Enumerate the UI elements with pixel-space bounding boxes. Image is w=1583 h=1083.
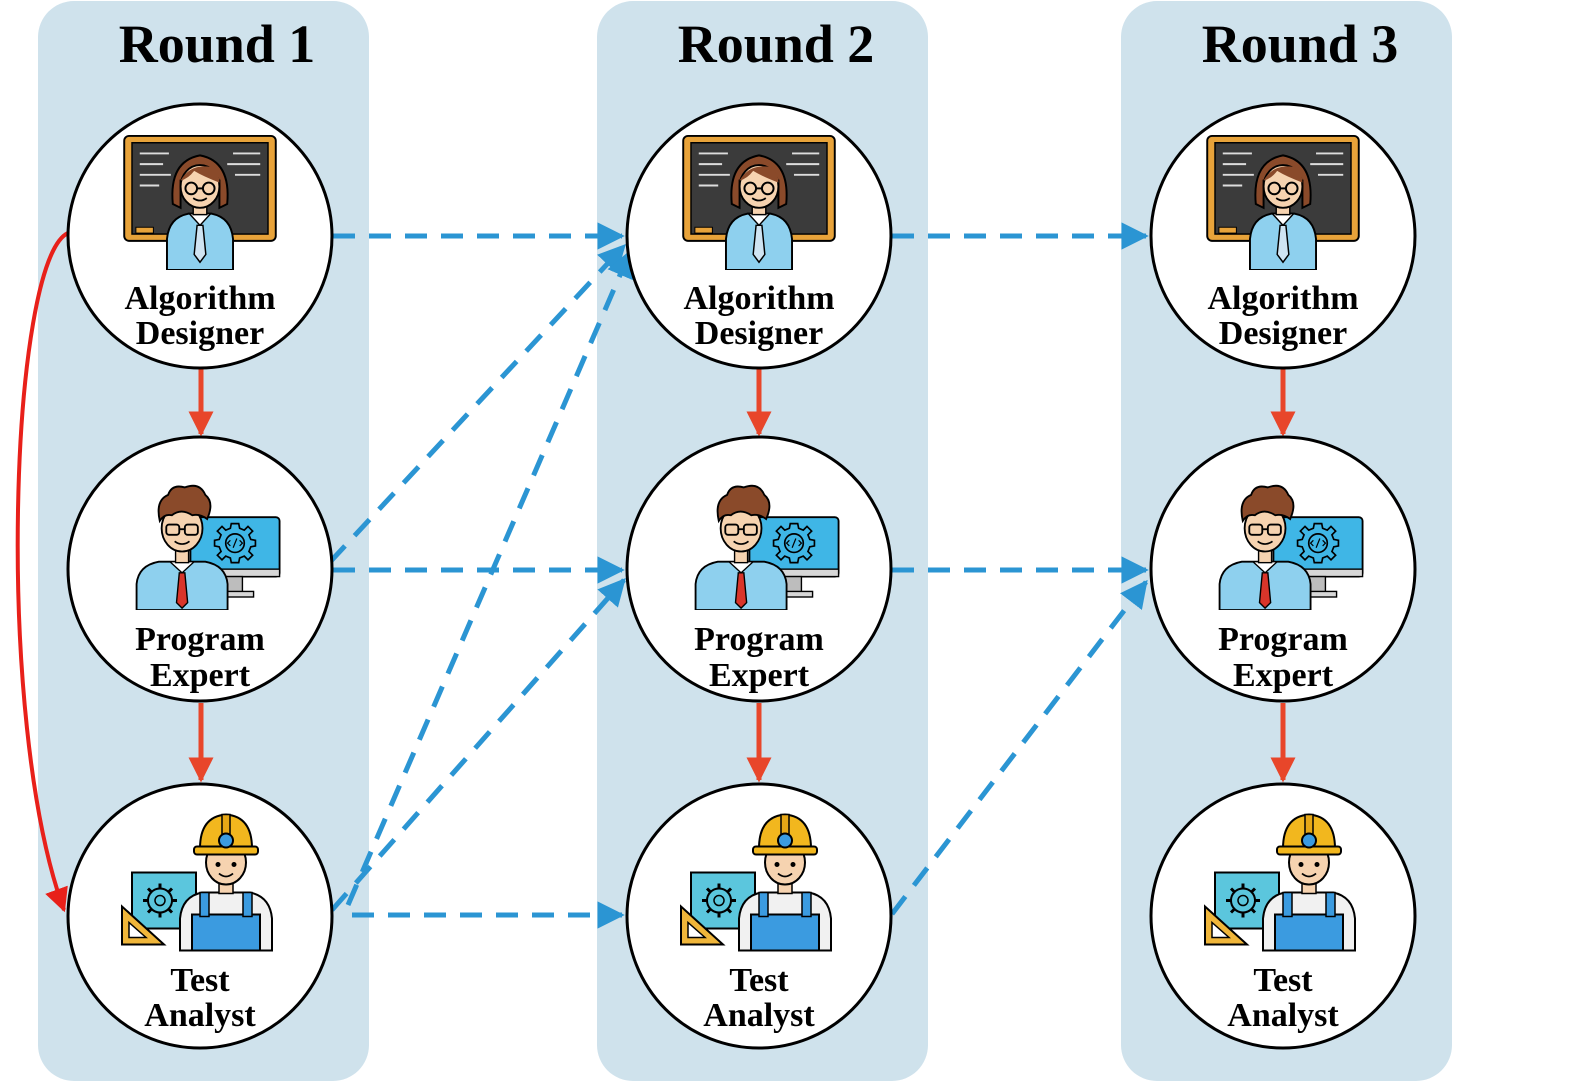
node-label-line2: Analyst (1227, 997, 1339, 1034)
node-label-line2: Designer (695, 315, 823, 352)
node-label-line2: Designer (136, 315, 264, 352)
node-label-line1: Program (1218, 621, 1348, 658)
cross-round-arrows (328, 222, 1149, 929)
round-1-title: Round 1 (119, 14, 316, 74)
arrow-r2-analyst-to-r3-expert (890, 579, 1148, 916)
node-label-line1: Test (1253, 962, 1313, 999)
node-label-line1: Algorithm (1207, 280, 1358, 317)
node-label-line1: Program (135, 621, 265, 658)
node-r2-test-analyst: Test Analyst (625, 782, 893, 1050)
node-label-line1: Program (694, 621, 824, 658)
node-label-line1: Algorithm (124, 280, 275, 317)
node-r1-algorithm-designer: Algorithm Designer (66, 102, 334, 370)
node-r1-program-expert: Program Expert (66, 435, 334, 703)
node-r3-test-analyst: Test Analyst (1149, 782, 1417, 1050)
node-r2-program-expert: Program Expert (625, 435, 893, 703)
round-3-title: Round 3 (1202, 14, 1399, 74)
node-r2-algorithm-designer: Algorithm Designer (625, 102, 893, 370)
node-label-line1: Algorithm (683, 280, 834, 317)
node-r3-program-expert: Program Expert (1149, 435, 1417, 703)
node-label-line1: Test (729, 962, 789, 999)
node-label-line2: Expert (1233, 657, 1334, 694)
intra-round-arrows (188, 369, 1296, 783)
feedback-arrow-designer-to-analyst (15, 231, 70, 913)
node-label-line1: Test (170, 962, 230, 999)
arrow-r1-analyst-to-r2-designer (345, 249, 633, 906)
arrow-r1-expert-to-r2-designer (328, 243, 626, 564)
arrow-r1-analyst-to-r2-expert (330, 577, 626, 912)
node-label-line2: Expert (709, 657, 810, 694)
node-r1-test-analyst: Test Analyst (66, 782, 334, 1050)
node-label-line2: Expert (150, 657, 251, 694)
node-label-line2: Analyst (144, 997, 256, 1034)
node-label-line2: Analyst (703, 997, 815, 1034)
round-2-title: Round 2 (678, 14, 875, 74)
node-r3-algorithm-designer: Algorithm Designer (1149, 102, 1417, 370)
node-label-line2: Designer (1219, 315, 1347, 352)
